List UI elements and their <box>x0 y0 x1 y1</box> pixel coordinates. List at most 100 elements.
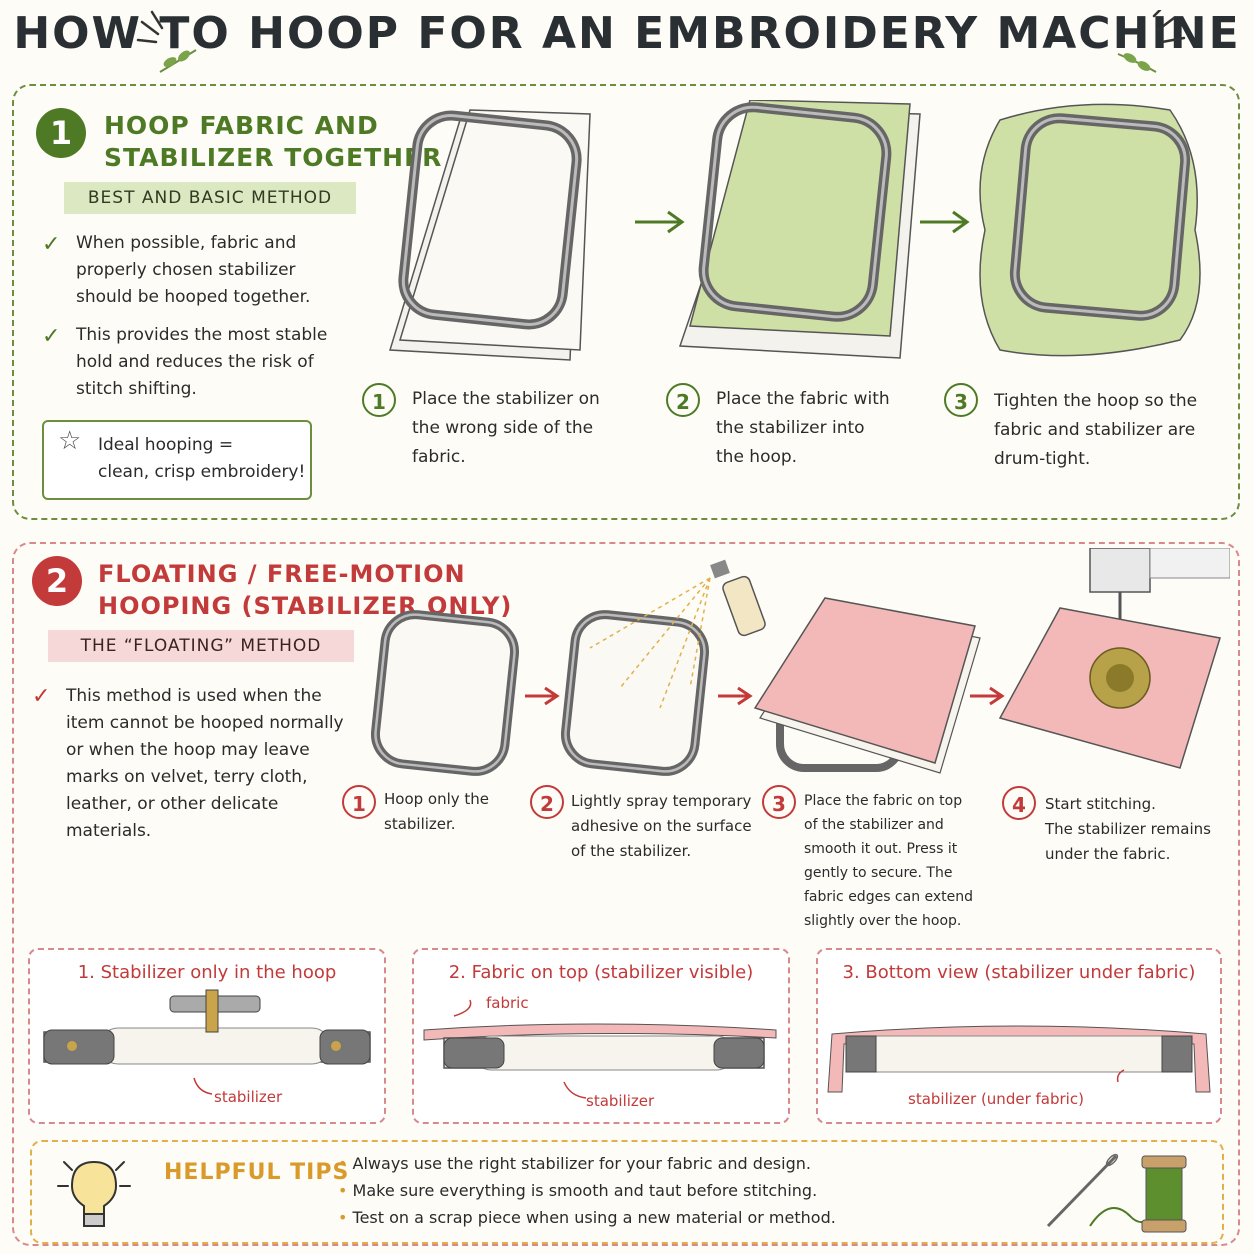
bullet-line: item cannot be hooped normally <box>66 713 344 733</box>
bullet-text: This method is used when the item cannot… <box>66 683 344 845</box>
bullet-text: This provides the most stable hold and r… <box>76 322 327 403</box>
panel-title: 3. Bottom view (stabilizer under fabric) <box>842 962 1196 983</box>
step-line: fabric and stabilizer are <box>994 420 1196 440</box>
step-line: Place the fabric on top <box>804 793 963 809</box>
arrow-right-icon <box>970 686 1005 706</box>
tip-note-box <box>42 420 312 500</box>
spray-adhesive-illustration <box>560 559 766 776</box>
tip-text: Make sure everything is smooth and taut … <box>352 1181 818 1200</box>
step-line: adhesive on the surface <box>571 817 752 835</box>
step-text: Hoop only the stabilizer. <box>384 787 489 837</box>
note-line: Ideal hooping = <box>98 435 234 455</box>
section1-illustrations <box>389 100 1201 361</box>
tips-title: HELPFUL TIPS <box>164 1160 350 1185</box>
note-line: clean, crisp embroidery! <box>98 462 306 482</box>
bullet-line: properly chosen stabilizer <box>76 260 296 280</box>
step-number: 1 <box>342 785 376 819</box>
step-line: slightly over the hoop. <box>804 913 962 929</box>
step-line: Start stitching. <box>1045 795 1156 813</box>
section2-illustrations <box>370 548 1230 776</box>
bullet-line: leather, or other delicate <box>66 794 279 814</box>
step-line: under the fabric. <box>1045 845 1171 863</box>
bullet-text: When possible, fabric and properly chose… <box>76 230 310 311</box>
step-text: Place the fabric with the stabilizer int… <box>716 385 890 472</box>
stitching-machine-illustration <box>998 548 1230 769</box>
helpful-tips-box <box>30 1140 1224 1244</box>
cross-section-panel: 2. Fabric on top (stabilizer visible) fa… <box>412 948 790 1124</box>
section-heading: HOOP FABRIC AND STABILIZER TOGETHER <box>104 110 442 174</box>
fabric-on-stabilizer-illustration <box>753 597 981 774</box>
empty-hoop-illustration <box>370 610 520 776</box>
panel-title: 2. Fabric on top (stabilizer visible) <box>448 962 754 983</box>
step-text: Start stitching. The stabilizer remains … <box>1045 792 1211 867</box>
section-number-badge: 2 <box>32 556 82 606</box>
bullet-line: hold and reduces the risk of <box>76 352 314 372</box>
star-icon: ☆ <box>58 426 82 456</box>
step-line: the wrong side of the <box>412 418 594 438</box>
bullet-line: materials. <box>66 821 152 841</box>
heading-line: STABILIZER TOGETHER <box>104 143 443 172</box>
tip-item: • Always use the right stabilizer for yo… <box>338 1150 836 1177</box>
step-line: smooth it out. Press it <box>804 841 958 857</box>
note-text: Ideal hooping = clean, crisp embroidery! <box>98 432 305 486</box>
bullet-line: marks on velvet, terry cloth, <box>66 767 308 787</box>
section-hoop-together <box>12 84 1240 520</box>
step-number: 2 <box>530 785 564 819</box>
bullet-line: When possible, fabric and <box>76 233 297 253</box>
step-number: 3 <box>762 785 796 819</box>
panel-title: 1. Stabilizer only in the hoop <box>77 962 337 983</box>
section-heading: FLOATING / FREE-MOTION HOOPING (STABILIZ… <box>98 558 512 622</box>
cross-section-panel: 1. Stabilizer only in the hoop stabilize… <box>28 948 386 1124</box>
step-line: the hoop. <box>716 447 798 467</box>
bottom-view-illustration <box>827 1025 1211 1093</box>
step-number: 4 <box>1002 786 1036 820</box>
tightened-hoop-illustration <box>979 103 1201 357</box>
bullet-line: This provides the most stable <box>76 325 328 345</box>
cross-section-panel: 3. Bottom view (stabilizer under fabric)… <box>816 948 1222 1124</box>
tips-list: • Always use the right stabilizer for yo… <box>338 1150 836 1231</box>
step-line: Hoop only the <box>384 790 490 808</box>
check-icon: ✓ <box>32 684 51 709</box>
hoop-with-stabilizer-illustration <box>389 109 591 361</box>
step-line: fabric edges can extend <box>804 889 974 905</box>
bullet-line: should be hooped together. <box>76 287 311 307</box>
tip-text: Test on a scrap piece when using a new m… <box>352 1208 836 1227</box>
bullet-line: This method is used when the <box>66 686 322 706</box>
step-text: Place the fabric on top of the stabilize… <box>804 789 973 933</box>
tip-item: • Test on a scrap piece when using a new… <box>338 1204 836 1231</box>
arrow-right-icon <box>718 686 753 706</box>
step-number: 1 <box>362 383 396 417</box>
tip-item: • Make sure everything is smooth and tau… <box>338 1177 836 1204</box>
step-line: Place the fabric with <box>716 389 890 409</box>
step-line: the stabilizer into <box>716 418 865 438</box>
bullet-line: or when the hoop may leave <box>66 740 310 760</box>
step-line: Lightly spray temporary <box>571 792 752 810</box>
step-line: Place the stabilizer on <box>412 389 600 409</box>
fabric-label: fabric <box>486 994 529 1012</box>
step-number: 2 <box>666 383 700 417</box>
check-icon: ✓ <box>42 232 61 257</box>
needle-and-thread-icon <box>1046 1153 1187 1233</box>
step-line: of the stabilizer. <box>571 842 692 860</box>
step-text: Place the stabilizer on the wrong side o… <box>412 385 600 472</box>
step-line: drum-tight. <box>994 449 1091 469</box>
step-line: Tighten the hoop so the <box>994 391 1198 411</box>
section-number-badge: 1 <box>36 108 86 158</box>
heading-line: HOOP FABRIC AND <box>104 111 379 140</box>
step-line: of the stabilizer and <box>804 817 944 833</box>
arrow-right-icon <box>525 686 560 706</box>
tip-text: Always use the right stabilizer for your… <box>352 1154 811 1173</box>
bullet-line: stitch shifting. <box>76 379 197 399</box>
check-icon: ✓ <box>42 324 61 349</box>
step-text: Tighten the hoop so the fabric and stabi… <box>994 387 1197 474</box>
stabilizer-label: stabilizer <box>586 1092 655 1110</box>
step-text: Lightly spray temporary adhesive on the … <box>571 789 752 864</box>
bullet-icon: • <box>338 1208 348 1227</box>
step-line: fabric. <box>412 447 466 467</box>
stabilizer-only-illustration <box>43 989 371 1095</box>
hoop-with-fabric-illustration <box>678 100 921 359</box>
heading-line: FLOATING / FREE-MOTION <box>98 560 466 588</box>
leaf-sprig-icon <box>1117 10 1186 73</box>
method-ribbon: THE “FLOATING” METHOD <box>48 630 354 662</box>
leaf-sprig-icon <box>136 10 197 73</box>
